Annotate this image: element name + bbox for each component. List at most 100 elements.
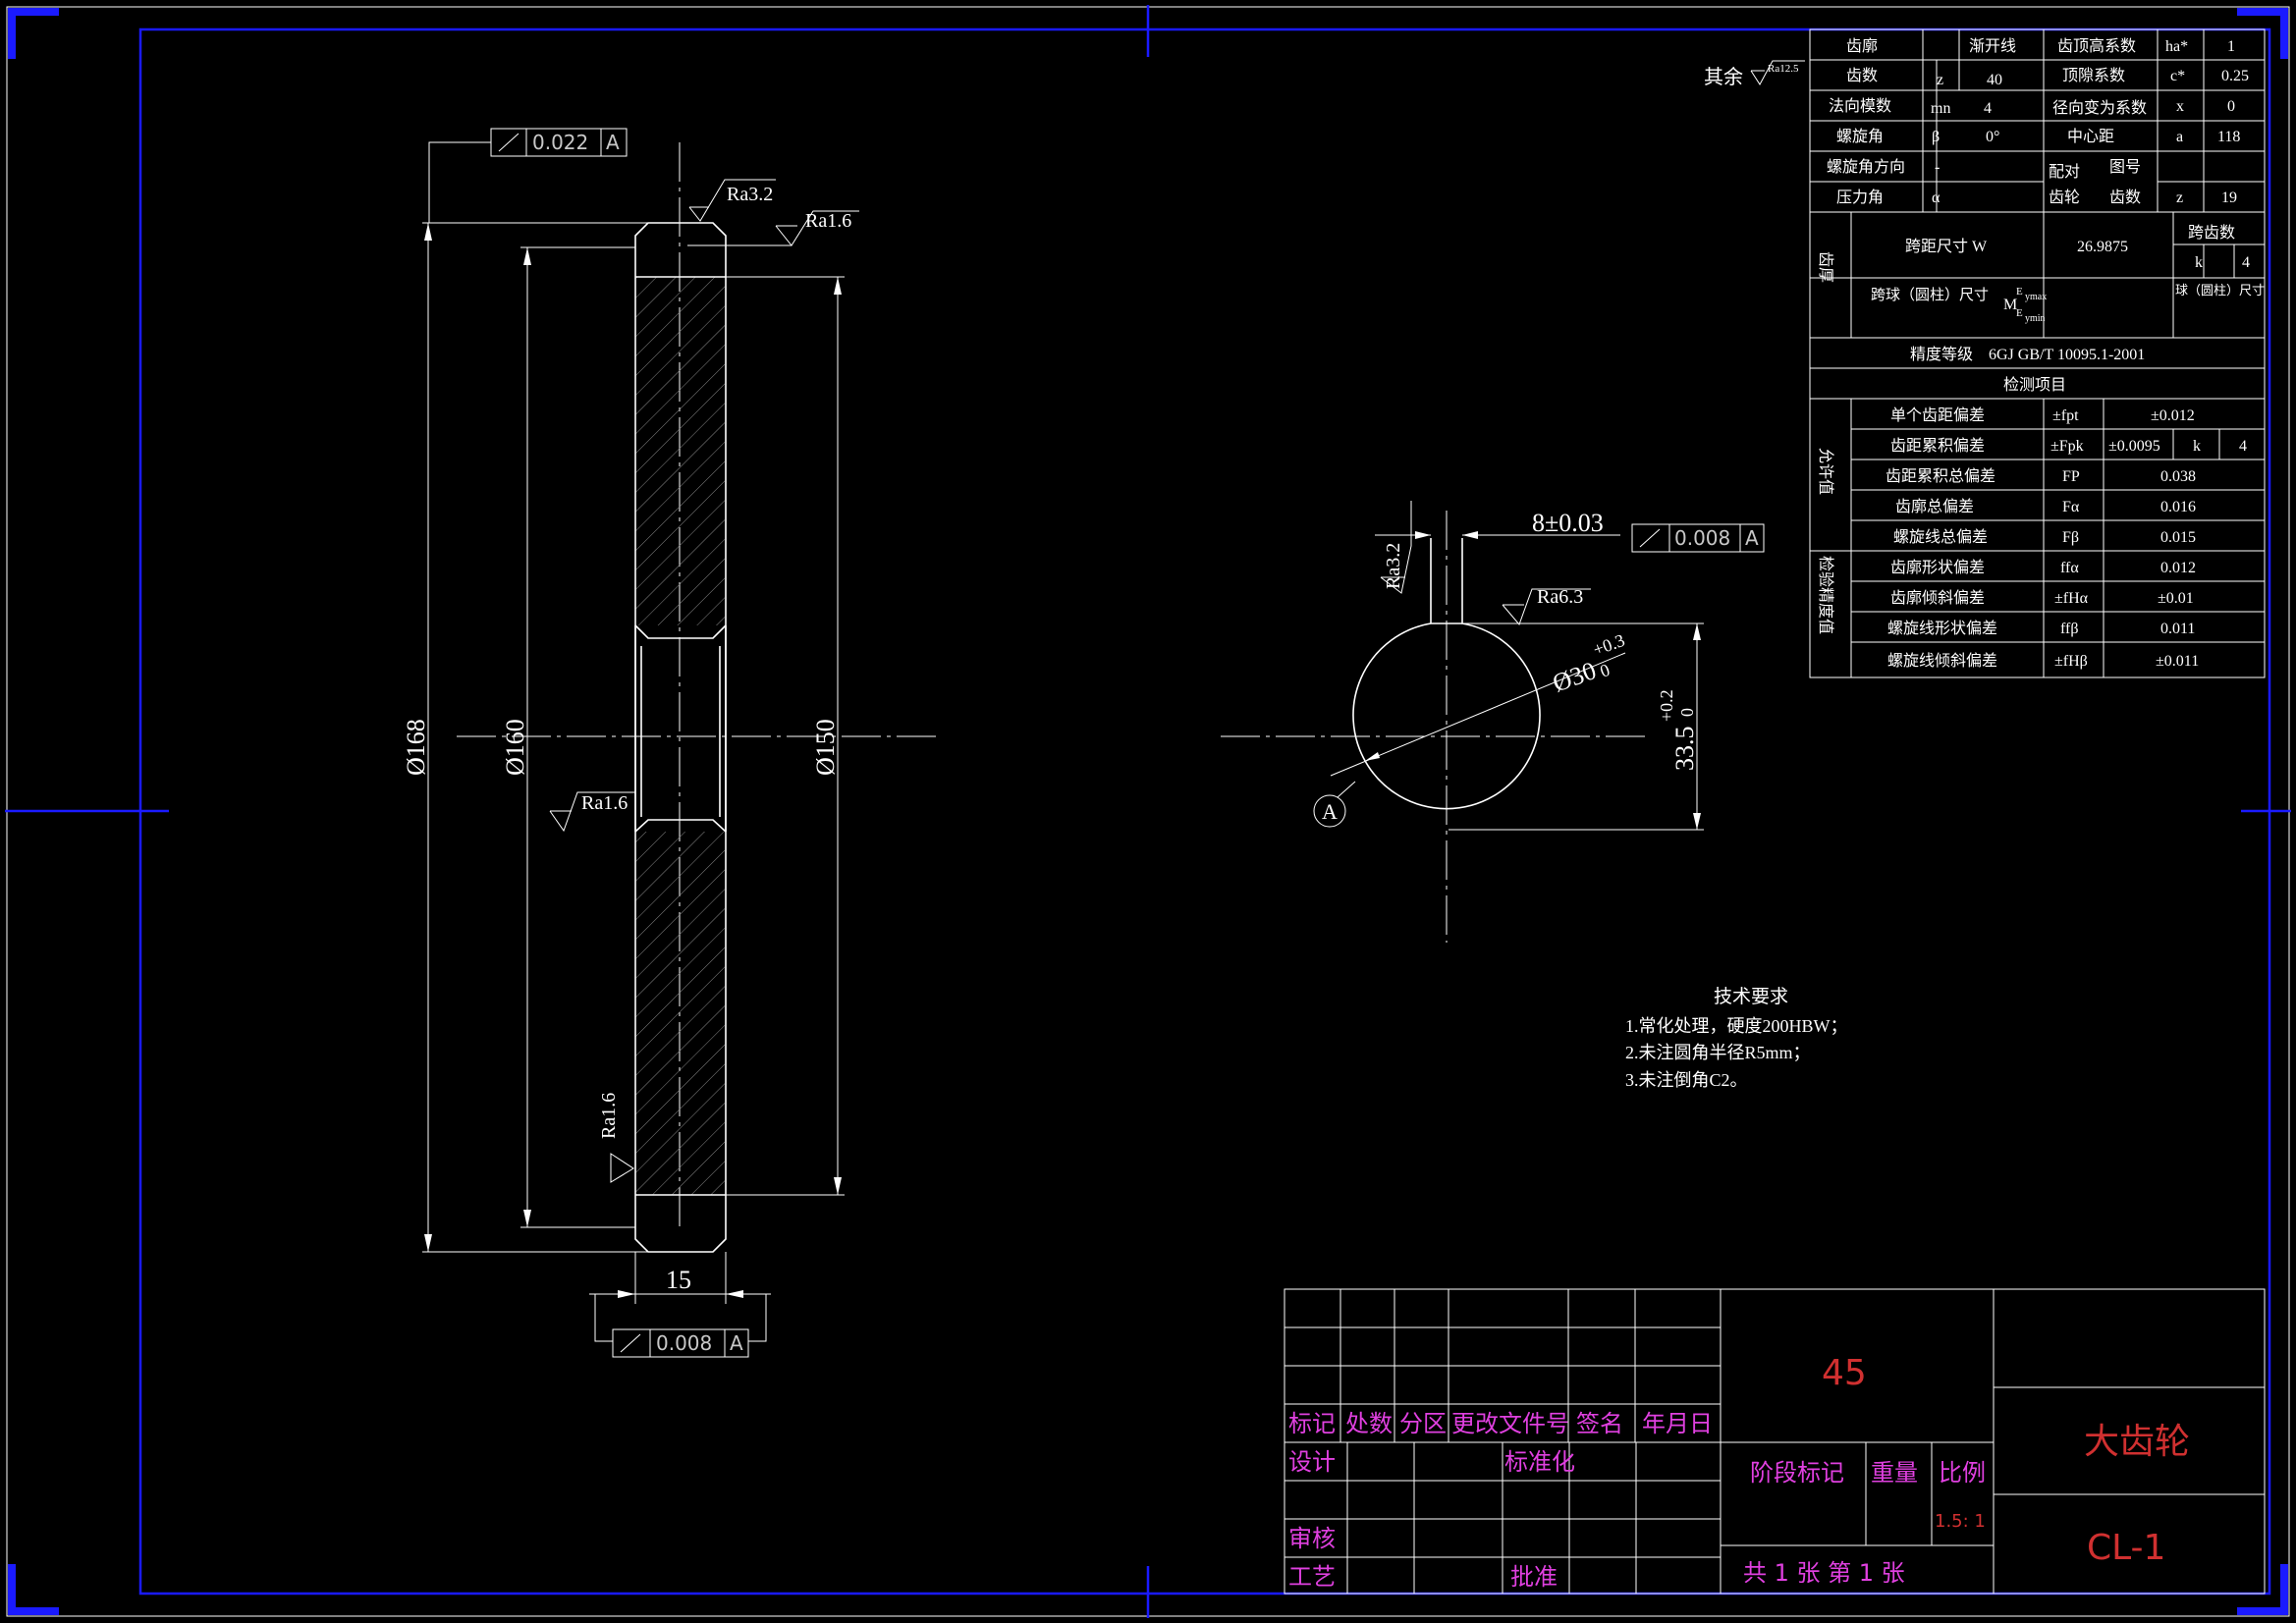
svg-text:k: k [2193, 438, 2201, 455]
svg-text:标记: 标记 [1288, 1410, 1336, 1437]
svg-text:Fα: Fα [2062, 499, 2080, 515]
roughness-symbols-left: Ra3.2 Ra1.6 Ra1.6 Ra1.6 [549, 179, 859, 1183]
inner-frame [138, 27, 2271, 1596]
svg-text:1.常化处理，硬度200HBW；: 1.常化处理，硬度200HBW； [1625, 1016, 1848, 1036]
svg-text:顶隙系数: 顶隙系数 [2062, 67, 2125, 84]
svg-text:M: M [2003, 297, 2017, 313]
svg-text:齿数: 齿数 [1846, 67, 1878, 84]
dim-width: 15 [666, 1266, 691, 1294]
svg-text:0: 0 [2227, 98, 2235, 115]
runout-frame-bottom: 0.008 A [594, 1294, 767, 1358]
svg-text:齿廓形状偏差: 齿廓形状偏差 [1890, 559, 1985, 576]
svg-text:2.未注圆角半径R5mm；: 2.未注圆角半径R5mm； [1625, 1043, 1811, 1062]
svg-text:+0.3: +0.3 [1591, 630, 1628, 660]
title-block: 45 大齿轮 CL-1 标记 处数 分区 更改文件号 签名 年月日 设计 标准化… [1284, 1288, 2266, 1595]
svg-text:0.022: 0.022 [532, 131, 588, 154]
svg-text:FP: FP [2062, 468, 2080, 485]
svg-text:Ra1.6: Ra1.6 [805, 210, 851, 232]
svg-text:4: 4 [2242, 254, 2250, 271]
svg-text:中心距: 中心距 [2067, 128, 2114, 145]
dim-keyway: 33.5 [1670, 727, 1699, 772]
svg-text:压力角: 压力角 [1836, 189, 1884, 206]
gear-section-view: Ø168 Ø160 Ø150 15 0.022 A 0.008 A [402, 128, 938, 1358]
svg-text:0: 0 [1677, 708, 1697, 717]
svg-text:齿轮: 齿轮 [2049, 189, 2080, 206]
svg-text:0.016: 0.016 [2160, 499, 2196, 515]
svg-text:±Fpk: ±Fpk [2050, 438, 2084, 455]
svg-text:跨球（圆柱）尺寸: 跨球（圆柱）尺寸 [1871, 287, 1989, 303]
svg-text:设计: 设计 [1288, 1448, 1336, 1476]
svg-text:螺旋角方向: 螺旋角方向 [1827, 158, 1905, 176]
svg-text:c*: c* [2170, 68, 2185, 84]
svg-text:α: α [1932, 189, 1941, 206]
svg-text:径向变为系数: 径向变为系数 [2052, 99, 2147, 117]
svg-text:处数: 处数 [1345, 1410, 1393, 1437]
svg-text:0.012: 0.012 [2160, 560, 2196, 576]
svg-text:0°: 0° [1986, 129, 1999, 145]
svg-text:mn: mn [1931, 100, 1950, 117]
svg-text:螺旋线形状偏差: 螺旋线形状偏差 [1887, 620, 1997, 637]
dim-d-pitch: Ø160 [501, 719, 529, 776]
svg-text:齿距累积总偏差: 齿距累积总偏差 [1886, 467, 1995, 485]
svg-text:±fHβ: ±fHβ [2054, 653, 2088, 670]
svg-text:A: A [1745, 526, 1759, 550]
svg-text:40: 40 [1987, 72, 2002, 88]
svg-text:单个齿距偏差: 单个齿距偏差 [1890, 406, 1985, 424]
svg-text:45: 45 [1822, 1353, 1867, 1393]
svg-text:更改文件号: 更改文件号 [1451, 1410, 1569, 1437]
svg-text:3.未注倒角C2。: 3.未注倒角C2。 [1625, 1070, 1748, 1090]
svg-text:Ra6.3: Ra6.3 [1537, 586, 1583, 608]
svg-text:1: 1 [2227, 38, 2235, 55]
svg-text:齿廓倾斜偏差: 齿廓倾斜偏差 [1890, 589, 1985, 607]
svg-text:检验精度值: 检验精度值 [1817, 556, 1834, 634]
svg-text:±0.0095: ±0.0095 [2108, 438, 2160, 455]
svg-text:球（圆柱）尺寸: 球（圆柱）尺寸 [2175, 283, 2265, 298]
svg-text:螺旋线总偏差: 螺旋线总偏差 [1893, 528, 1988, 546]
default-roughness-note: 其余 [1704, 66, 1743, 88]
svg-text:z: z [1937, 72, 1943, 88]
svg-text:4: 4 [2239, 438, 2247, 455]
dim-d-root: Ø150 [811, 719, 840, 776]
svg-text:齿廓: 齿廓 [1846, 37, 1878, 55]
svg-text:技术要求: 技术要求 [1714, 986, 1788, 1007]
gear-parameter-table: 齿廓 渐开线 齿顶高系数 ha* 1 齿数 z 40 顶隙系数 c* 0.25 … [1809, 28, 2266, 678]
svg-text:19: 19 [2221, 189, 2237, 206]
svg-text:β: β [1932, 129, 1940, 145]
svg-text:-: - [1935, 159, 1940, 176]
svg-text:齿顶高系数: 齿顶高系数 [2057, 37, 2136, 55]
svg-text:年月日: 年月日 [1642, 1410, 1713, 1437]
svg-text:渐开线: 渐开线 [1969, 37, 2016, 55]
svg-text:共 1 张 第 1 张: 共 1 张 第 1 张 [1743, 1559, 1905, 1587]
svg-text:法向模数: 法向模数 [1829, 97, 1891, 115]
svg-text:a: a [2176, 129, 2183, 145]
svg-text:A: A [1322, 799, 1338, 824]
svg-text:0.25: 0.25 [2221, 68, 2249, 84]
svg-text:Fβ: Fβ [2062, 529, 2079, 546]
svg-text:±0.012: ±0.012 [2151, 407, 2195, 424]
svg-text:跨齿数: 跨齿数 [2188, 224, 2235, 242]
technical-requirements: 技术要求 1.常化处理，硬度200HBW； 2.未注圆角半径R5mm； 3.未注… [1625, 986, 1848, 1090]
svg-text:Ra3.2: Ra3.2 [1383, 543, 1404, 589]
svg-text:0.015: 0.015 [2160, 529, 2196, 546]
svg-text:分区: 分区 [1399, 1410, 1447, 1437]
svg-text:ymax: ymax [2025, 292, 2047, 302]
svg-text:A: A [730, 1331, 743, 1355]
svg-text:大齿轮: 大齿轮 [2084, 1422, 2190, 1462]
svg-text:0.011: 0.011 [2160, 621, 2195, 637]
runout-frame-top: 0.022 A [428, 128, 628, 223]
svg-text:E: E [2016, 307, 2023, 319]
runout-frame-right: 0.008 A [1631, 523, 1765, 553]
svg-text:0.038: 0.038 [2160, 468, 2196, 485]
svg-text:批准: 批准 [1510, 1563, 1558, 1591]
svg-text:螺旋角: 螺旋角 [1836, 128, 1884, 145]
svg-text:0.008: 0.008 [656, 1331, 712, 1355]
svg-text:x: x [2176, 98, 2184, 115]
svg-text:标准化: 标准化 [1504, 1448, 1575, 1476]
svg-text:阶段标记: 阶段标记 [1750, 1459, 1844, 1487]
dim-bore: Ø30 [1549, 656, 1600, 698]
svg-text:±fHα: ±fHα [2054, 590, 2089, 607]
svg-text:齿数: 齿数 [2109, 189, 2141, 206]
svg-text:ymin: ymin [2025, 313, 2046, 324]
svg-text:118: 118 [2217, 129, 2240, 145]
